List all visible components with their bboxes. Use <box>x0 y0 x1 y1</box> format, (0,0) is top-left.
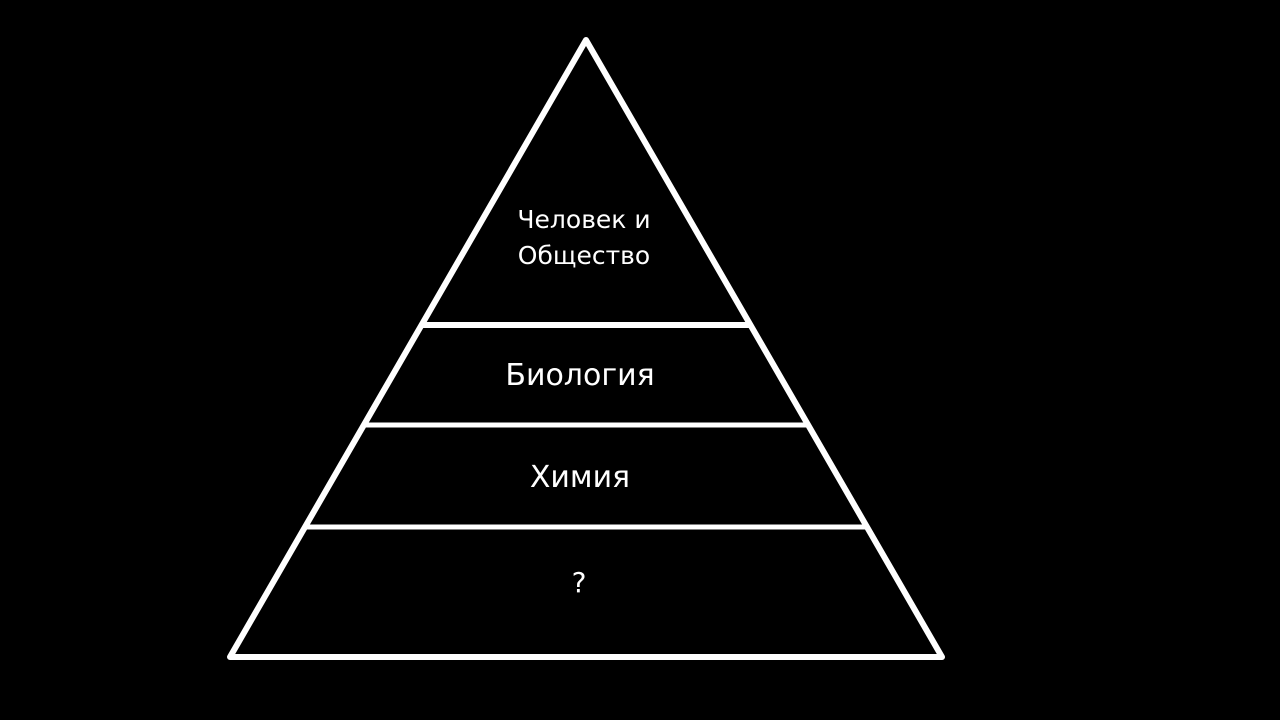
level-biology-label: Биология <box>505 358 655 393</box>
level-top-label: Человек и Общество <box>517 202 650 274</box>
level-unknown-label: ? <box>571 566 587 599</box>
level-chemistry-label: Химия <box>529 460 631 495</box>
level-top-line2: Общество <box>517 241 651 270</box>
level-top-line1: Человек и <box>517 205 651 234</box>
pyramid-outline <box>227 37 945 660</box>
